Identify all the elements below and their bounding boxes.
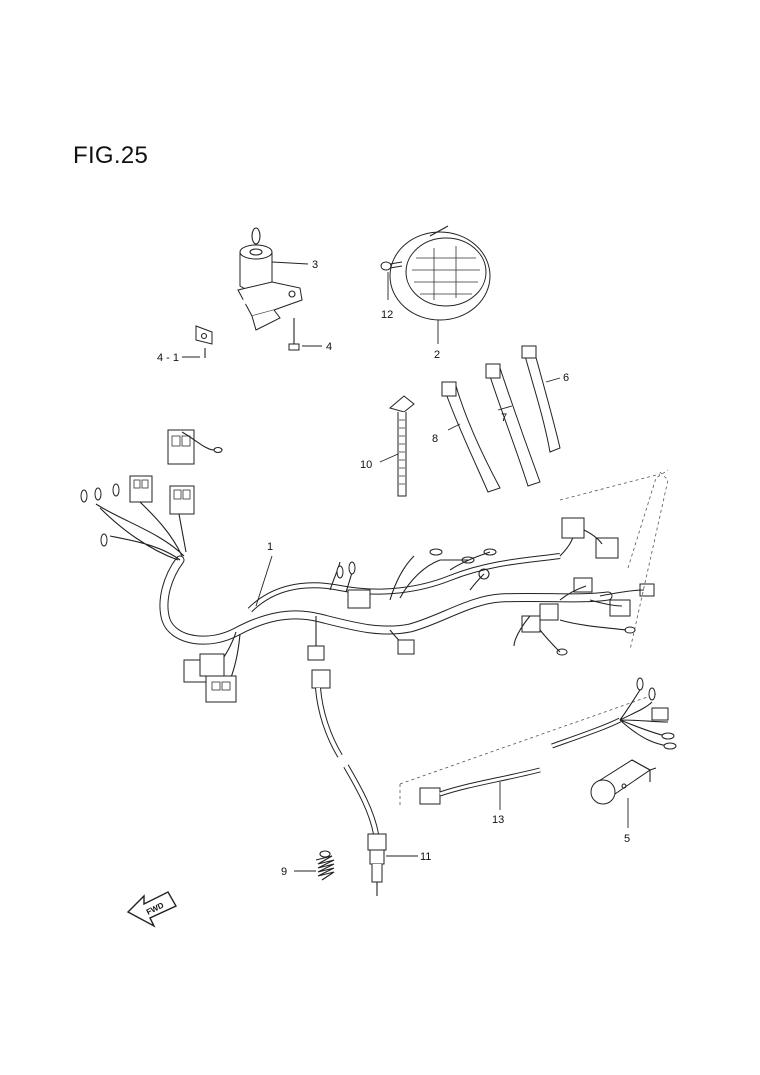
- callout-8: 8: [432, 433, 438, 445]
- ignition-switch-assembly[interactable]: [167, 227, 303, 465]
- callout-10: 10: [360, 459, 372, 471]
- figure-title: FIG.25: [73, 142, 149, 169]
- dashed-frame: [399, 469, 669, 806]
- spring-9[interactable]: [315, 850, 335, 881]
- main-wire-harness[interactable]: [80, 475, 655, 703]
- callout-5: 5: [624, 833, 630, 845]
- fwd-direction-arrow: FWD: [126, 891, 177, 928]
- callout-9: 9: [281, 866, 287, 878]
- callout-11: 11: [420, 851, 431, 863]
- switch-screw[interactable]: [288, 318, 300, 351]
- callout-6: 6: [563, 372, 569, 384]
- strap-7[interactable]: [485, 363, 541, 487]
- switch-bracket-small[interactable]: [195, 325, 213, 358]
- horn[interactable]: [389, 225, 491, 321]
- callout-2: 2: [434, 349, 440, 361]
- callout-1: 1: [267, 541, 273, 553]
- strap-8[interactable]: [441, 381, 501, 493]
- callout-13: 13: [492, 814, 504, 826]
- sensor-cable-11[interactable]: [311, 669, 387, 896]
- strap-6[interactable]: [521, 345, 561, 453]
- sub-harness-13[interactable]: [419, 677, 677, 805]
- callout-7: 7: [501, 412, 507, 424]
- callout-4-1: 4 - 1: [157, 352, 179, 364]
- relay-5[interactable]: [590, 759, 657, 805]
- callout-12: 12: [381, 309, 393, 321]
- horn-bolt[interactable]: [380, 261, 403, 271]
- callout-4: 4: [326, 341, 332, 353]
- callout-3: 3: [312, 259, 318, 271]
- cable-tie-10[interactable]: [388, 395, 415, 497]
